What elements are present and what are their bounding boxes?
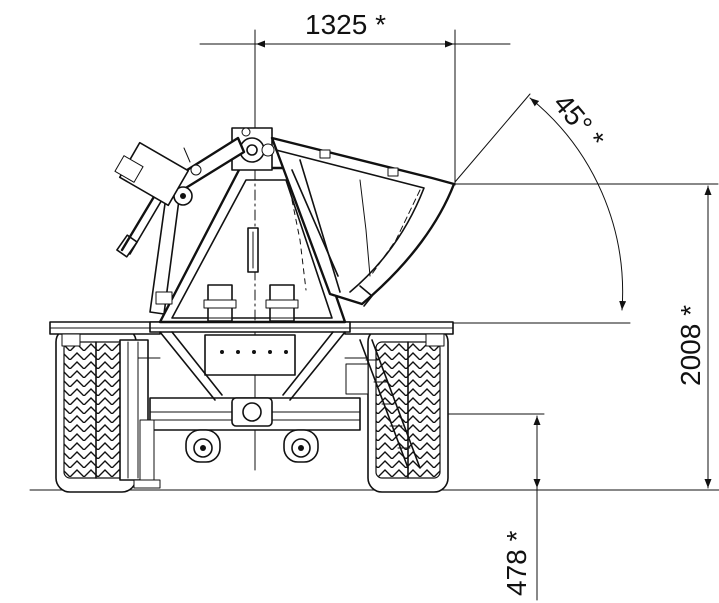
tire-left-icon	[55, 327, 149, 493]
chassis	[133, 331, 369, 489]
dimension-label-top-width: 1325 *	[305, 9, 386, 40]
dimension-top-width: 1325 *	[199, 9, 511, 471]
dimension-label-bottom-clearance: 478 *	[501, 531, 532, 596]
dimension-label-tilt-angle: 45° *	[547, 88, 610, 155]
ladder-icon	[345, 339, 421, 469]
axle-wheel-left-icon	[185, 429, 221, 463]
dimension-bottom-clearance: 478 *	[439, 413, 545, 601]
dimension-label-right-height: 2008 *	[675, 305, 706, 386]
tilting-tub-icon	[270, 136, 456, 307]
dimension-right-height: 2008 *	[454, 183, 719, 489]
axle-wheel-right-icon	[283, 429, 319, 463]
hydraulic-cylinder-icon	[114, 136, 246, 315]
